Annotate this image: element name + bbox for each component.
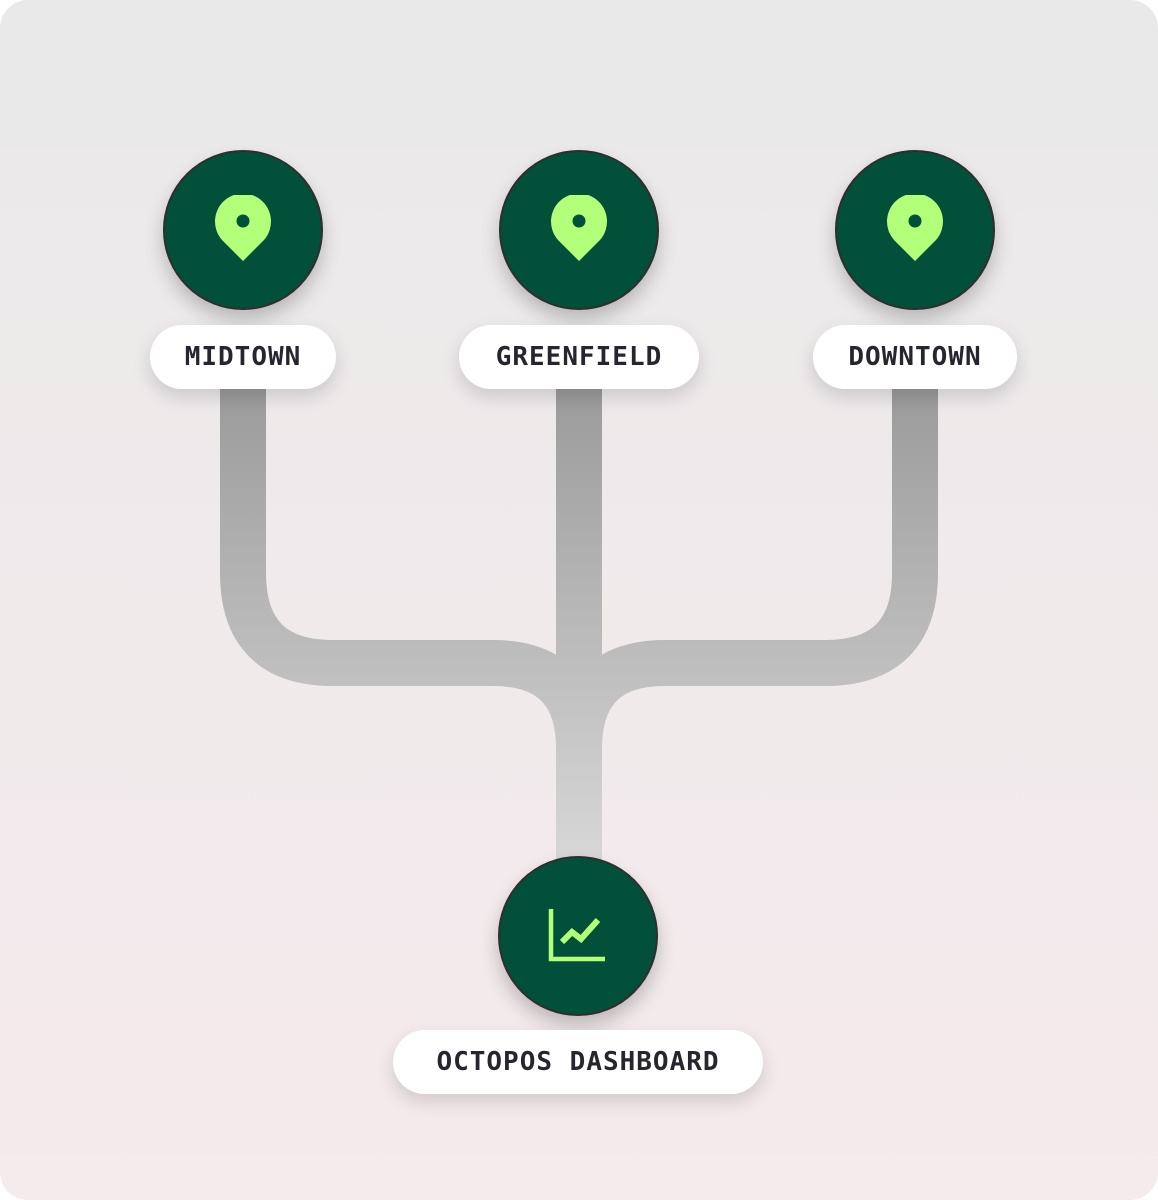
node-octopos-dashboard <box>498 856 658 1016</box>
map-pin-icon <box>215 195 271 261</box>
label-octopos-dashboard: OCTOPOS DASHBOARD <box>393 1030 763 1094</box>
node-midtown <box>163 150 323 310</box>
label-midtown: MIDTOWN <box>150 325 336 389</box>
map-pin-icon <box>551 195 607 261</box>
label-downtown: DOWNTOWN <box>813 325 1017 389</box>
connector-midtown <box>220 385 602 870</box>
connector-downtown <box>556 385 938 870</box>
node-downtown <box>835 150 995 310</box>
map-pin-icon <box>887 195 943 261</box>
line-chart-icon <box>548 909 605 962</box>
label-greenfield: GREENFIELD <box>459 325 699 389</box>
node-greenfield <box>499 150 659 310</box>
